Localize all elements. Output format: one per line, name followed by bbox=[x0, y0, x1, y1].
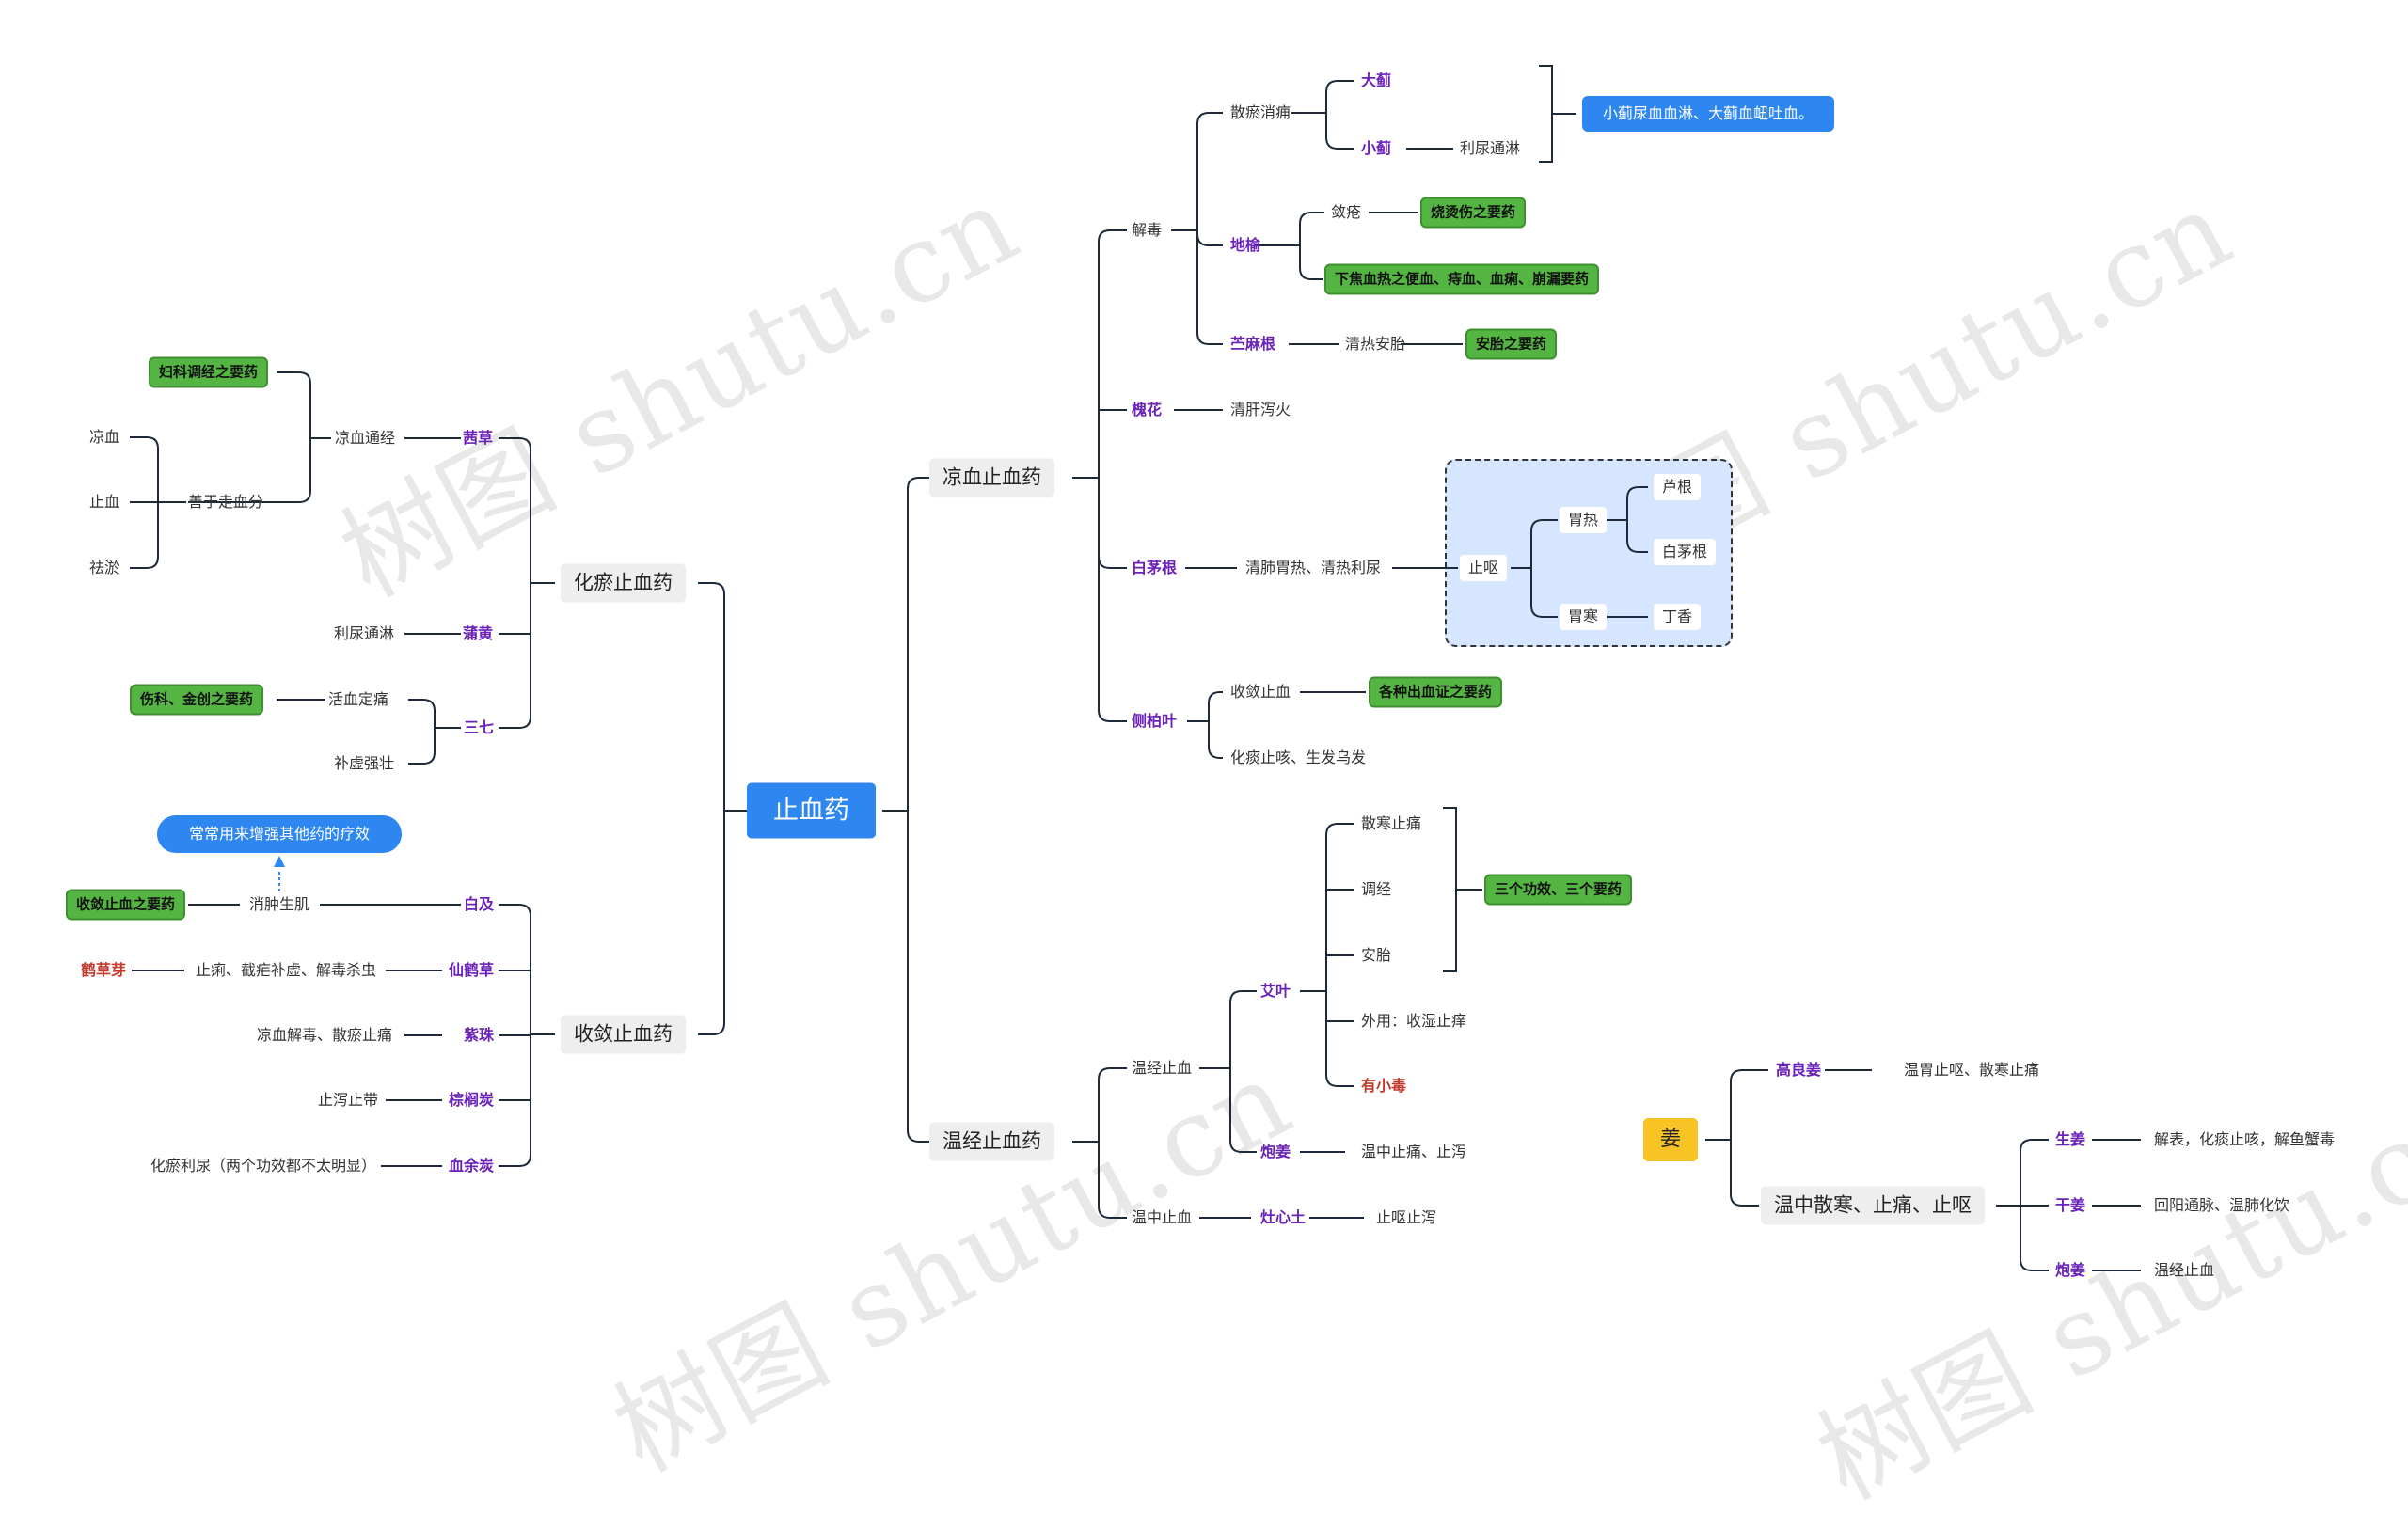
herb-zonglutan: 棕榈炭 bbox=[449, 1091, 495, 1109]
herb-aiye: 艾叶 bbox=[1260, 982, 1291, 1000]
branch-huayu[interactable]: 化瘀止血药 bbox=[561, 563, 686, 603]
weire-label: 胃热 bbox=[1560, 507, 1608, 533]
weihan-label: 胃寒 bbox=[1560, 604, 1608, 630]
youxiaodu-label: 有小毒 bbox=[1361, 1077, 1407, 1095]
xiaozhong-label: 消肿生肌 bbox=[249, 895, 310, 913]
jiang-node[interactable]: 姜 bbox=[1643, 1118, 1699, 1161]
branch-liangxue[interactable]: 凉血止血药 bbox=[929, 458, 1054, 497]
sange-tag: 三个功效、三个要药 bbox=[1484, 874, 1633, 906]
shaotang-tag: 烧烫伤之要药 bbox=[1420, 197, 1527, 229]
herb-diyu: 地榆 bbox=[1230, 236, 1261, 254]
branch-wenjing[interactable]: 温经止血药 bbox=[929, 1122, 1054, 1161]
jiebiao-label: 解表，化痰止咳，解鱼蟹毒 bbox=[2154, 1130, 2336, 1148]
lianchuang-label: 敛疮 bbox=[1331, 203, 1362, 221]
buxu-label: 补虚强壮 bbox=[334, 754, 395, 772]
shangke-tag: 伤科、金创之要药 bbox=[130, 684, 264, 716]
watermark: 树图 shutu.cn bbox=[594, 1035, 1311, 1497]
fuke-tag: 妇科调经之要药 bbox=[149, 356, 269, 388]
herb-paojiang: 炮姜 bbox=[1260, 1143, 1291, 1160]
changchang-note: 常常用来增强其他药的疗效 bbox=[157, 815, 403, 853]
sanyu-label: 散瘀消痈 bbox=[1230, 103, 1291, 121]
wenzhong-label: 温中止痛、止泻 bbox=[1361, 1143, 1467, 1160]
shoulian-yao-tag: 收敛止血之要药 bbox=[66, 889, 186, 921]
wenjing-label: 温经止血 bbox=[2154, 1261, 2215, 1279]
huatan-label: 化痰止咳、生发乌发 bbox=[1230, 749, 1367, 766]
ji-note: 小蓟尿血血淋、大蓟血衄吐血。 bbox=[1582, 96, 1835, 132]
herb-paojiang-2: 炮姜 bbox=[2055, 1261, 2086, 1279]
herb-dingxiang: 丁香 bbox=[1654, 604, 1702, 630]
herb-gaoliangjiang: 高良姜 bbox=[1776, 1061, 1822, 1079]
root-node[interactable]: 止血药 bbox=[747, 782, 876, 839]
tiaojing-label: 调经 bbox=[1361, 880, 1392, 898]
antai-tag: 安胎之要药 bbox=[1465, 328, 1558, 360]
herb-xianhecao: 仙鹤草 bbox=[449, 961, 495, 979]
herb-qiancao: 茜草 bbox=[463, 429, 494, 447]
zhi-ou-label: 止呕 bbox=[1460, 555, 1508, 581]
zhiou-label: 止呕止泻 bbox=[1376, 1208, 1437, 1226]
huayu-lniao-label: 化瘀利尿（两个功效都不太明显） bbox=[150, 1157, 377, 1175]
herb-cebaiye: 侧柏叶 bbox=[1132, 712, 1178, 730]
herb-puhuang: 蒲黄 bbox=[463, 624, 494, 642]
waiyong-label: 外用：收湿止痒 bbox=[1361, 1012, 1467, 1030]
qinggan-label: 清肝泻火 bbox=[1230, 401, 1291, 418]
herb-xiaoji: 小蓟 bbox=[1361, 139, 1392, 157]
herb-baiji: 白及 bbox=[464, 895, 495, 913]
herb-lugen: 芦根 bbox=[1654, 474, 1702, 500]
wenjing-zhixue-label: 温经止血 bbox=[1132, 1059, 1193, 1077]
watermark: 树图 shutu.cn bbox=[1798, 1064, 2408, 1525]
shoulian-zhixue-label: 收敛止血 bbox=[1230, 683, 1291, 701]
herb-ganjiang: 干姜 bbox=[2055, 1196, 2086, 1214]
liangxue-jiedu-label: 凉血解毒、散瘀止痛 bbox=[257, 1026, 393, 1044]
herb-huaihua: 槐花 bbox=[1132, 401, 1163, 418]
huiyang-label: 回阳通脉、温肺化饮 bbox=[2154, 1196, 2290, 1214]
herb-zaoxintu: 灶心土 bbox=[1260, 1208, 1307, 1226]
lniao-tonglin-label: 利尿通淋 bbox=[1460, 139, 1521, 157]
mindmap-canvas: 树图 shutu.cn 树图 shutu.cn 树图 shutu.cn 树图 s… bbox=[66, 65, 2408, 1524]
liangxue-label: 凉血 bbox=[89, 428, 120, 446]
connector-lines bbox=[130, 65, 2141, 1271]
herb-sanqi: 三七 bbox=[464, 718, 495, 736]
branch-shoulian[interactable]: 收敛止血药 bbox=[561, 1015, 686, 1054]
herb-zhumagen: 苎麻根 bbox=[1230, 335, 1276, 353]
watermark: 树图 shutu.cn bbox=[322, 161, 1038, 623]
liangxue-tongjing-label: 凉血通经 bbox=[335, 429, 396, 447]
qingfei-label: 清肺胃热、清热利尿 bbox=[1245, 559, 1382, 576]
zhixue-label: 止血 bbox=[89, 493, 120, 511]
huoxue-label: 活血定痛 bbox=[328, 690, 389, 708]
zhixie-label: 止泻止带 bbox=[318, 1091, 379, 1109]
wenzhong-sanhan-node[interactable]: 温中散寒、止痛、止呕 bbox=[1761, 1186, 1985, 1225]
qingre-antai-label: 清热安胎 bbox=[1345, 335, 1406, 353]
jiedu-label: 解毒 bbox=[1132, 221, 1163, 239]
herb-hecaoya: 鹤草芽 bbox=[81, 961, 127, 979]
lniao-tonglin-label-2: 利尿通淋 bbox=[334, 624, 395, 642]
shanyu-label: 善于走血分 bbox=[188, 493, 264, 511]
xiajiao-tag: 下焦血热之便血、痔血、血痢、崩漏要药 bbox=[1324, 263, 1600, 295]
quyu-label: 祛淤 bbox=[89, 559, 120, 576]
herb-shengjiang: 生姜 bbox=[2055, 1130, 2086, 1148]
wenwei-label: 温胃止呕、散寒止痛 bbox=[1904, 1061, 2040, 1079]
herb-daji: 大蓟 bbox=[1361, 71, 1392, 89]
herb-baimaogen-2: 白茅根 bbox=[1654, 539, 1717, 565]
zhili-label: 止痢、截疟补虚、解毒杀虫 bbox=[196, 961, 377, 979]
sanhan-label: 散寒止痛 bbox=[1361, 814, 1422, 832]
herb-baimaogen: 白茅根 bbox=[1132, 559, 1178, 576]
herb-zizhu: 紫珠 bbox=[464, 1026, 495, 1044]
gezhong-tag: 各种出血证之要药 bbox=[1369, 676, 1503, 708]
wenzhong-zhixue-label: 温中止血 bbox=[1132, 1208, 1193, 1226]
antai-label: 安胎 bbox=[1361, 946, 1392, 964]
herb-xueyutan: 血余炭 bbox=[449, 1157, 495, 1175]
